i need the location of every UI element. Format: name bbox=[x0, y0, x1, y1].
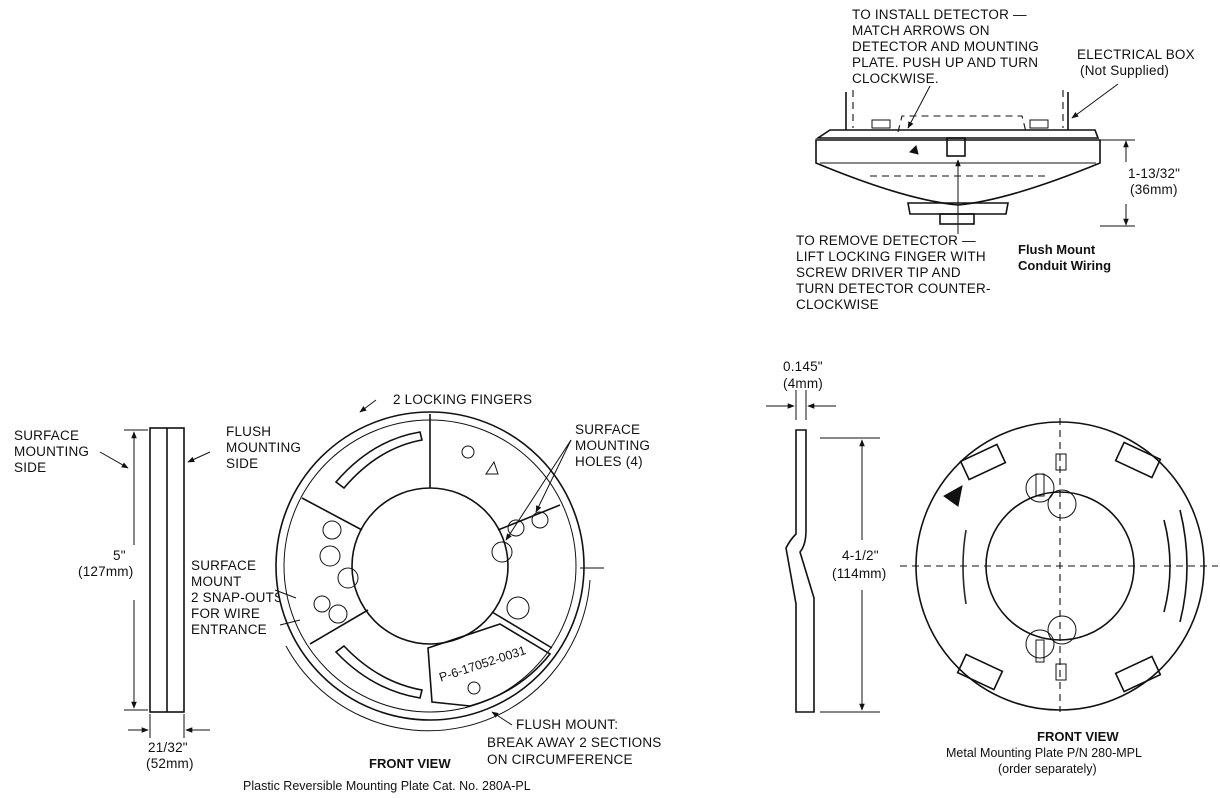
install-note-line-1: TO INSTALL DETECTOR — bbox=[852, 7, 1027, 22]
plastic-plate-front-view bbox=[274, 399, 604, 732]
plate-height-dim: 5" bbox=[113, 548, 126, 563]
metal-front-view-title: FRONT VIEW bbox=[1037, 729, 1119, 744]
snap-outs-line-4: FOR WIRE bbox=[191, 606, 260, 621]
remove-note-line-3: SCREW DRIVER TIP AND bbox=[796, 265, 961, 280]
electrical-box-note: (Not Supplied) bbox=[1080, 63, 1169, 78]
metal-plate-caption: Metal Mounting Plate P/N 280-MPL bbox=[946, 746, 1142, 760]
metal-plate-side-view bbox=[766, 390, 880, 713]
install-note-line-3: DETECTOR AND MOUNTING bbox=[852, 39, 1039, 54]
electrical-box-label: ELECTRICAL BOX bbox=[1077, 47, 1195, 62]
snap-outs-line-5: ENTRANCE bbox=[191, 622, 267, 637]
remove-note-line-1: TO REMOVE DETECTOR — bbox=[796, 233, 976, 248]
flush-side-line-2: MOUNTING bbox=[226, 440, 301, 455]
remove-note-line-4: TURN DETECTOR COUNTER- bbox=[796, 281, 991, 296]
install-note-line-2: MATCH ARROWS ON bbox=[852, 23, 990, 38]
surface-side-line-3: SIDE bbox=[14, 460, 46, 475]
metal-height-dim: 4-1/2" bbox=[842, 548, 879, 563]
mounting-holes-line-1: SURFACE bbox=[575, 422, 640, 437]
breakaway-line-2: BREAK AWAY 2 SECTIONS bbox=[487, 735, 662, 750]
remove-note-line-2: LIFT LOCKING FINGER WITH bbox=[796, 249, 986, 264]
detector-side-view bbox=[815, 83, 1135, 234]
flush-mount-caption: Flush Mount bbox=[1018, 242, 1096, 257]
metal-plate-front-view bbox=[900, 418, 1218, 712]
metal-thickness-dim: 0.145" bbox=[783, 359, 823, 374]
install-note-line-4: PLATE. PUSH UP AND TURN bbox=[852, 55, 1038, 70]
plate-width-metric: (52mm) bbox=[146, 756, 194, 771]
metal-thickness-metric: (4mm) bbox=[783, 376, 823, 391]
breakaway-line-3: ON CIRCUMFERENCE bbox=[487, 752, 633, 767]
plastic-plate-caption: Plastic Reversible Mounting Plate Cat. N… bbox=[243, 779, 531, 793]
plate-height-metric: (127mm) bbox=[78, 564, 133, 579]
surface-side-line-1: SURFACE bbox=[14, 428, 79, 443]
snap-outs-line-2: MOUNT bbox=[191, 574, 242, 589]
plastic-plate-side-view bbox=[99, 427, 211, 738]
mounting-holes-line-3: HOLES (4) bbox=[575, 454, 643, 469]
detector-height-metric: (36mm) bbox=[1130, 182, 1178, 197]
remove-note-line-5: CLOCKWISE bbox=[796, 297, 879, 312]
breakaway-line-1: FLUSH MOUNT: bbox=[516, 717, 618, 732]
snap-outs-line-1: SURFACE bbox=[191, 558, 256, 573]
detector-height-dim: 1-13/32" bbox=[1128, 166, 1180, 181]
flush-side-line-3: SIDE bbox=[226, 456, 258, 471]
install-note-line-5: CLOCKWISE. bbox=[852, 71, 939, 86]
snap-outs-line-3: 2 SNAP-OUTS bbox=[191, 590, 283, 605]
mounting-holes-line-2: MOUNTING bbox=[575, 438, 650, 453]
plate-width-dim: 21/32" bbox=[148, 740, 188, 755]
conduit-wiring-caption: Conduit Wiring bbox=[1018, 258, 1111, 273]
surface-side-line-2: MOUNTING bbox=[14, 444, 89, 459]
flush-side-line-1: FLUSH bbox=[226, 424, 271, 439]
plastic-front-view-title: FRONT VIEW bbox=[369, 756, 451, 771]
locking-fingers-label: 2 LOCKING FINGERS bbox=[393, 392, 532, 407]
metal-plate-order-note: (order separately) bbox=[998, 762, 1097, 776]
metal-height-metric: (114mm) bbox=[832, 566, 886, 581]
